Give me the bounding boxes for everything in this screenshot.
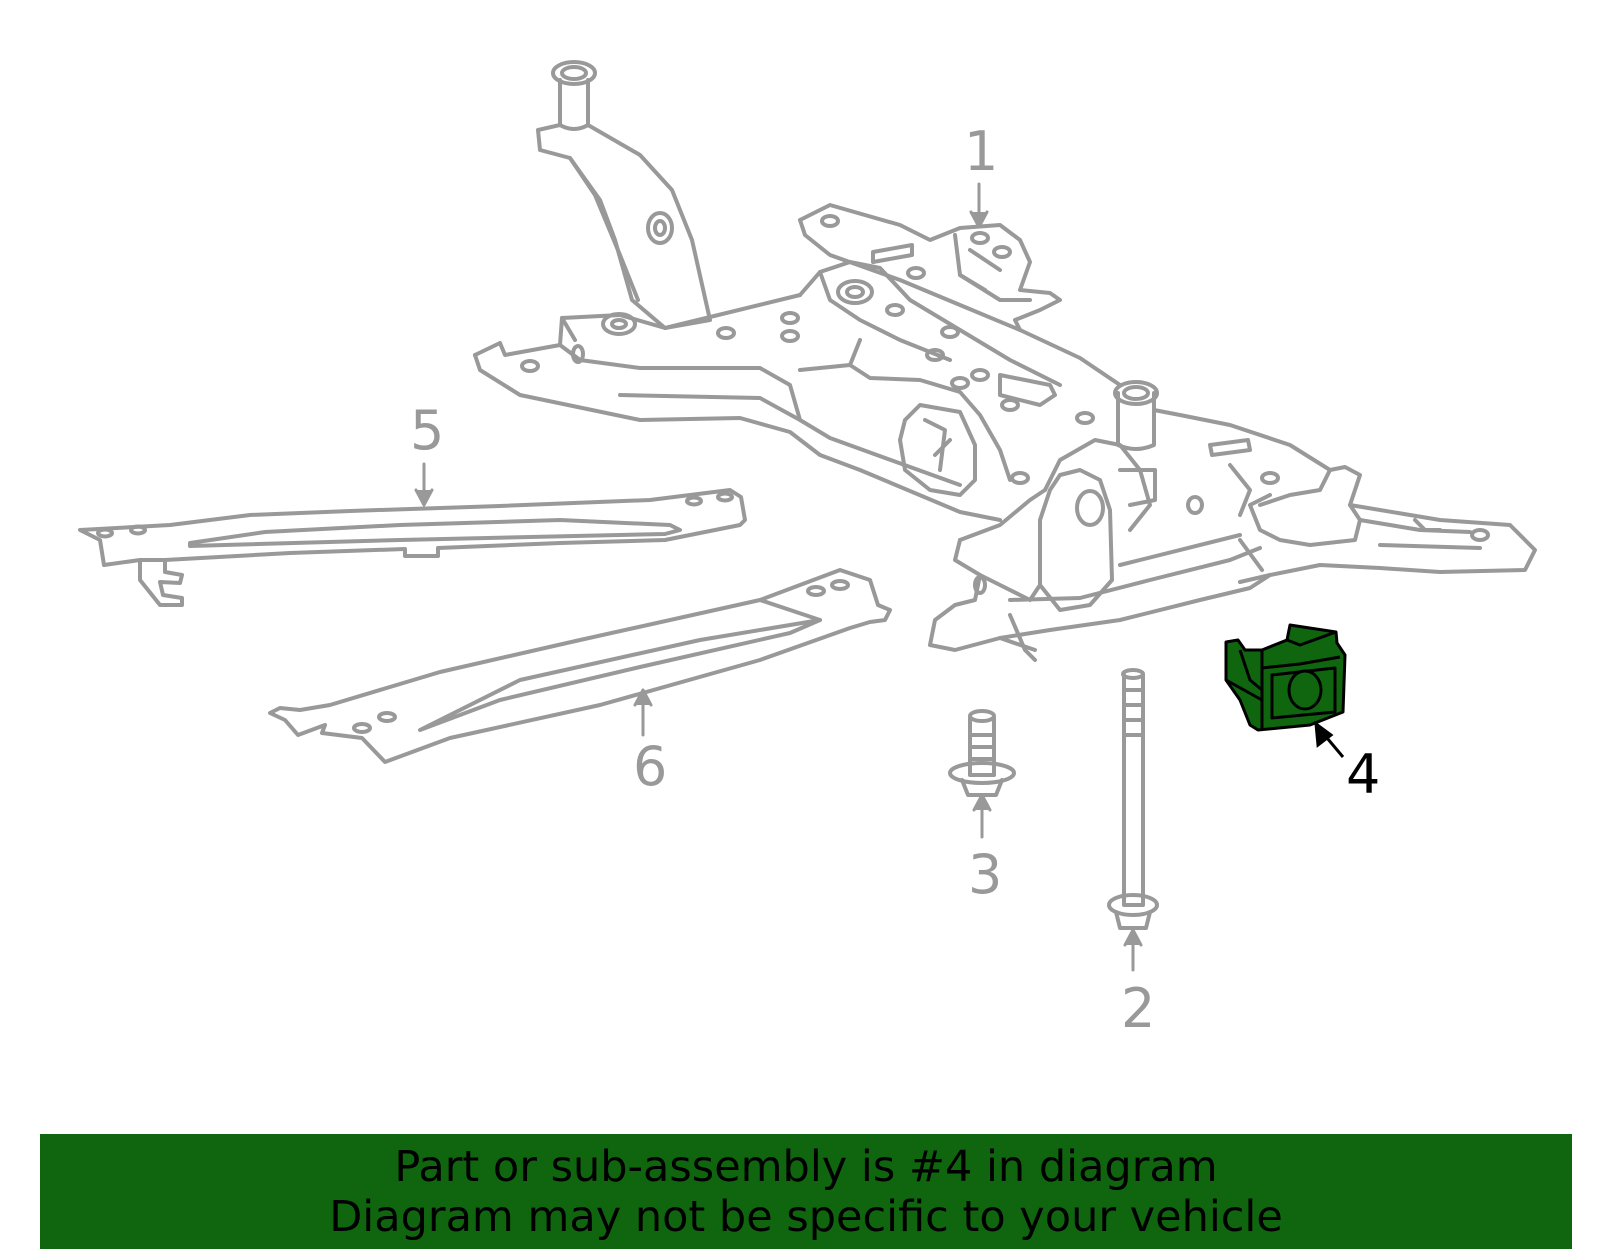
lower-brace-part[interactable] <box>268 568 892 764</box>
callout-label-3[interactable]: 3 <box>968 843 1003 906</box>
long-bolt-part[interactable] <box>1107 668 1159 930</box>
short-bolt-part[interactable] <box>948 709 1016 797</box>
callout-label-1[interactable]: 1 <box>964 120 999 183</box>
callout-arrows <box>414 182 1143 972</box>
upper-brace-part[interactable] <box>78 488 747 607</box>
callout-label-2[interactable]: 2 <box>1121 977 1156 1040</box>
bushing-callout-arrow <box>1314 720 1345 758</box>
info-banner: Part or sub-assembly is #4 in diagram Di… <box>40 1134 1572 1249</box>
callout-label-5[interactable]: 5 <box>410 399 445 462</box>
crossmember-part[interactable] <box>473 60 1537 662</box>
bushing-part-highlighted[interactable] <box>1224 623 1347 732</box>
banner-line-2: Diagram may not be specific to your vehi… <box>329 1192 1283 1242</box>
callout-label-6[interactable]: 6 <box>633 735 668 798</box>
callout-label-4[interactable]: 4 <box>1346 743 1381 806</box>
parts-diagram <box>78 60 1537 972</box>
banner-line-1: Part or sub-assembly is #4 in diagram <box>394 1142 1218 1192</box>
